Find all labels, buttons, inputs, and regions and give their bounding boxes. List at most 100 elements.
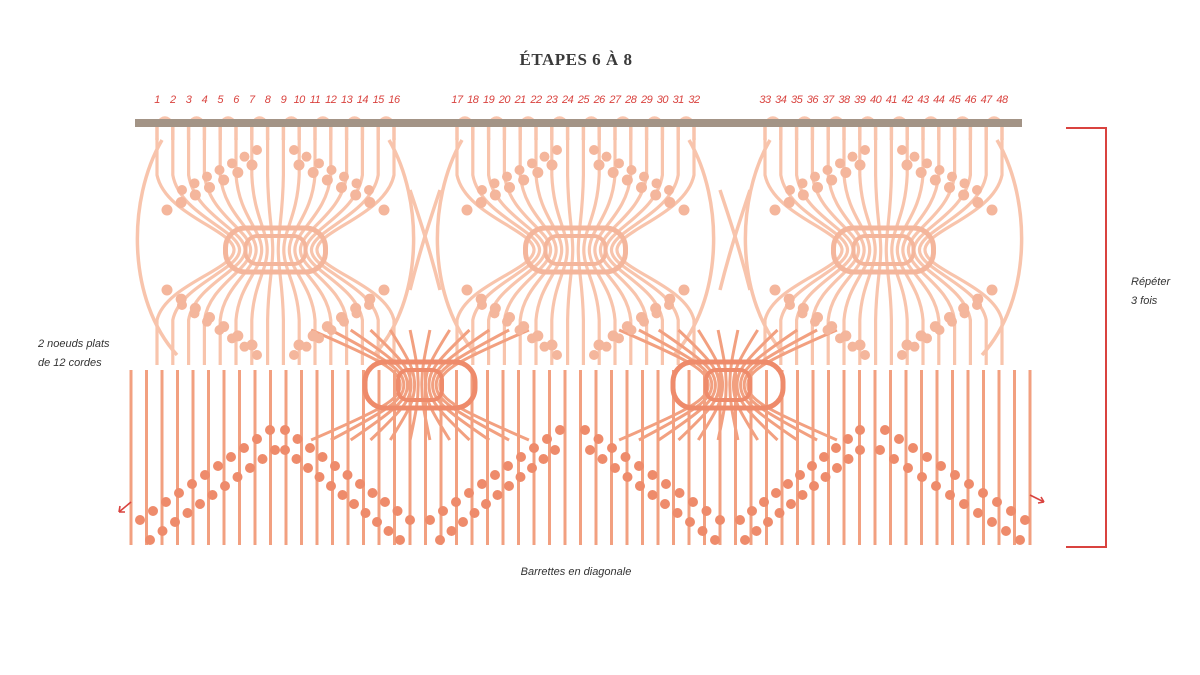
hitch-knot: [321, 174, 333, 186]
cord-strand: [276, 138, 285, 365]
center-knot-inner: [243, 234, 308, 266]
cord-number: 14: [356, 94, 369, 106]
cord-number: 36: [806, 94, 819, 106]
cord-number: 2: [169, 94, 176, 106]
repeat-note: Répéter 3 fois: [1131, 273, 1191, 311]
hitch-knot: [227, 158, 237, 169]
cord-number: 3: [185, 94, 192, 106]
lower-cord: [697, 329, 725, 441]
hitch-knot: [812, 312, 823, 323]
hitch-knot: [835, 158, 845, 169]
cord-strand: [202, 138, 253, 365]
hitch-knot: [769, 204, 781, 216]
diagonal-bars-note: Barrettes en diagonale: [520, 566, 632, 578]
cord-number: 19: [482, 94, 495, 106]
hitch-knot: [822, 165, 833, 175]
hitch-knot: [854, 339, 866, 351]
hitch-knot: [504, 182, 515, 193]
arrow-down-left-icon: [118, 501, 132, 513]
hitch-knot: [909, 151, 920, 162]
cord-strand: [901, 138, 941, 365]
diagonal-knot: [303, 463, 313, 473]
diagonal-knot: [831, 443, 841, 453]
diagonal-knot: [660, 499, 670, 509]
cord-strand: [874, 138, 883, 365]
hitch-knot: [601, 151, 612, 162]
diagonal-knot: [239, 443, 249, 453]
hitch-knot: [664, 293, 676, 305]
diagonal-knot: [903, 463, 913, 473]
hitch-knot: [860, 145, 870, 155]
cord-number: 35: [790, 94, 803, 106]
diagonal-knot: [355, 479, 365, 489]
lower-cord: [330, 328, 406, 442]
hitch-knot: [678, 284, 690, 296]
diagonal-knot: [786, 499, 796, 509]
hitch-knot: [607, 167, 619, 178]
cord-strand: [884, 138, 893, 365]
diagonal-knot: [161, 497, 171, 507]
diagonal-knot: [992, 497, 1002, 507]
diagram-title: ÉTAPES 6 À 8: [519, 50, 633, 69]
cord-strand: [582, 138, 601, 365]
diagonal-knot: [620, 452, 631, 462]
cord-strand: [234, 138, 264, 365]
flat-knots-note: 2 noeuds plats de 12 cordes: [38, 335, 158, 373]
diagonal-knot: [647, 470, 658, 480]
diagonal-knot: [607, 443, 617, 453]
cord-number: 21: [514, 94, 527, 106]
cord-strand: [895, 138, 925, 365]
hitch-knot: [678, 204, 690, 216]
diagonal-knot: [245, 463, 255, 473]
cord-number: 12: [325, 94, 337, 106]
diagonal-knot: [880, 425, 890, 435]
hitch-knot: [189, 178, 200, 189]
diagonal-knot: [672, 508, 683, 518]
hitch-knot: [854, 159, 866, 171]
cord-number: 22: [530, 94, 542, 106]
hitch-knot: [944, 312, 955, 323]
diagonal-knot: [1020, 515, 1030, 525]
diagonal-knot: [740, 535, 750, 545]
hitch-knot: [636, 182, 647, 193]
diagonal-knot: [771, 488, 781, 498]
hitch-knot: [664, 197, 676, 208]
hitch-knot: [589, 145, 599, 155]
diagonal-knot: [875, 445, 885, 455]
cord-number: 18: [467, 94, 479, 106]
diagonal-knot: [291, 454, 302, 464]
diagonal-knot: [647, 490, 658, 500]
knots-layer: [135, 145, 1030, 545]
diagonal-knot: [516, 452, 526, 462]
cord-number: 15: [372, 94, 385, 106]
hitch-knot: [636, 312, 647, 323]
arrows-layer: [118, 494, 1045, 513]
outer-cord: [672, 139, 716, 357]
cord-strand: [566, 138, 575, 365]
diagonal-knot: [270, 445, 280, 455]
repeat-note-line2: 3 fois: [1131, 295, 1158, 307]
hitch-knot: [307, 330, 319, 342]
cord-strand: [842, 138, 872, 365]
cord-number: 29: [640, 94, 653, 106]
hitch-knot: [364, 293, 376, 305]
diagonal-knot: [819, 452, 829, 462]
diagonal-knot: [187, 479, 197, 489]
hitch-knot: [204, 182, 215, 193]
flat-knots-note-line2: de 12 cordes: [38, 357, 102, 369]
hitch-knot: [650, 302, 662, 314]
diagonal-knot: [292, 434, 303, 444]
diagonal-knot: [635, 481, 645, 491]
diagonal-knot: [832, 463, 842, 473]
diagonal-knot: [978, 488, 988, 498]
diagonal-knot: [232, 472, 243, 482]
hitch-knot: [929, 174, 941, 186]
cords-layer: [129, 116, 1032, 545]
diagonal-knot: [797, 490, 808, 500]
diagonal-knot: [314, 472, 325, 482]
hitch-knot: [239, 151, 250, 162]
hitch-knot: [972, 293, 984, 305]
diagonal-knot: [477, 479, 487, 489]
hitch-knot: [826, 174, 838, 186]
